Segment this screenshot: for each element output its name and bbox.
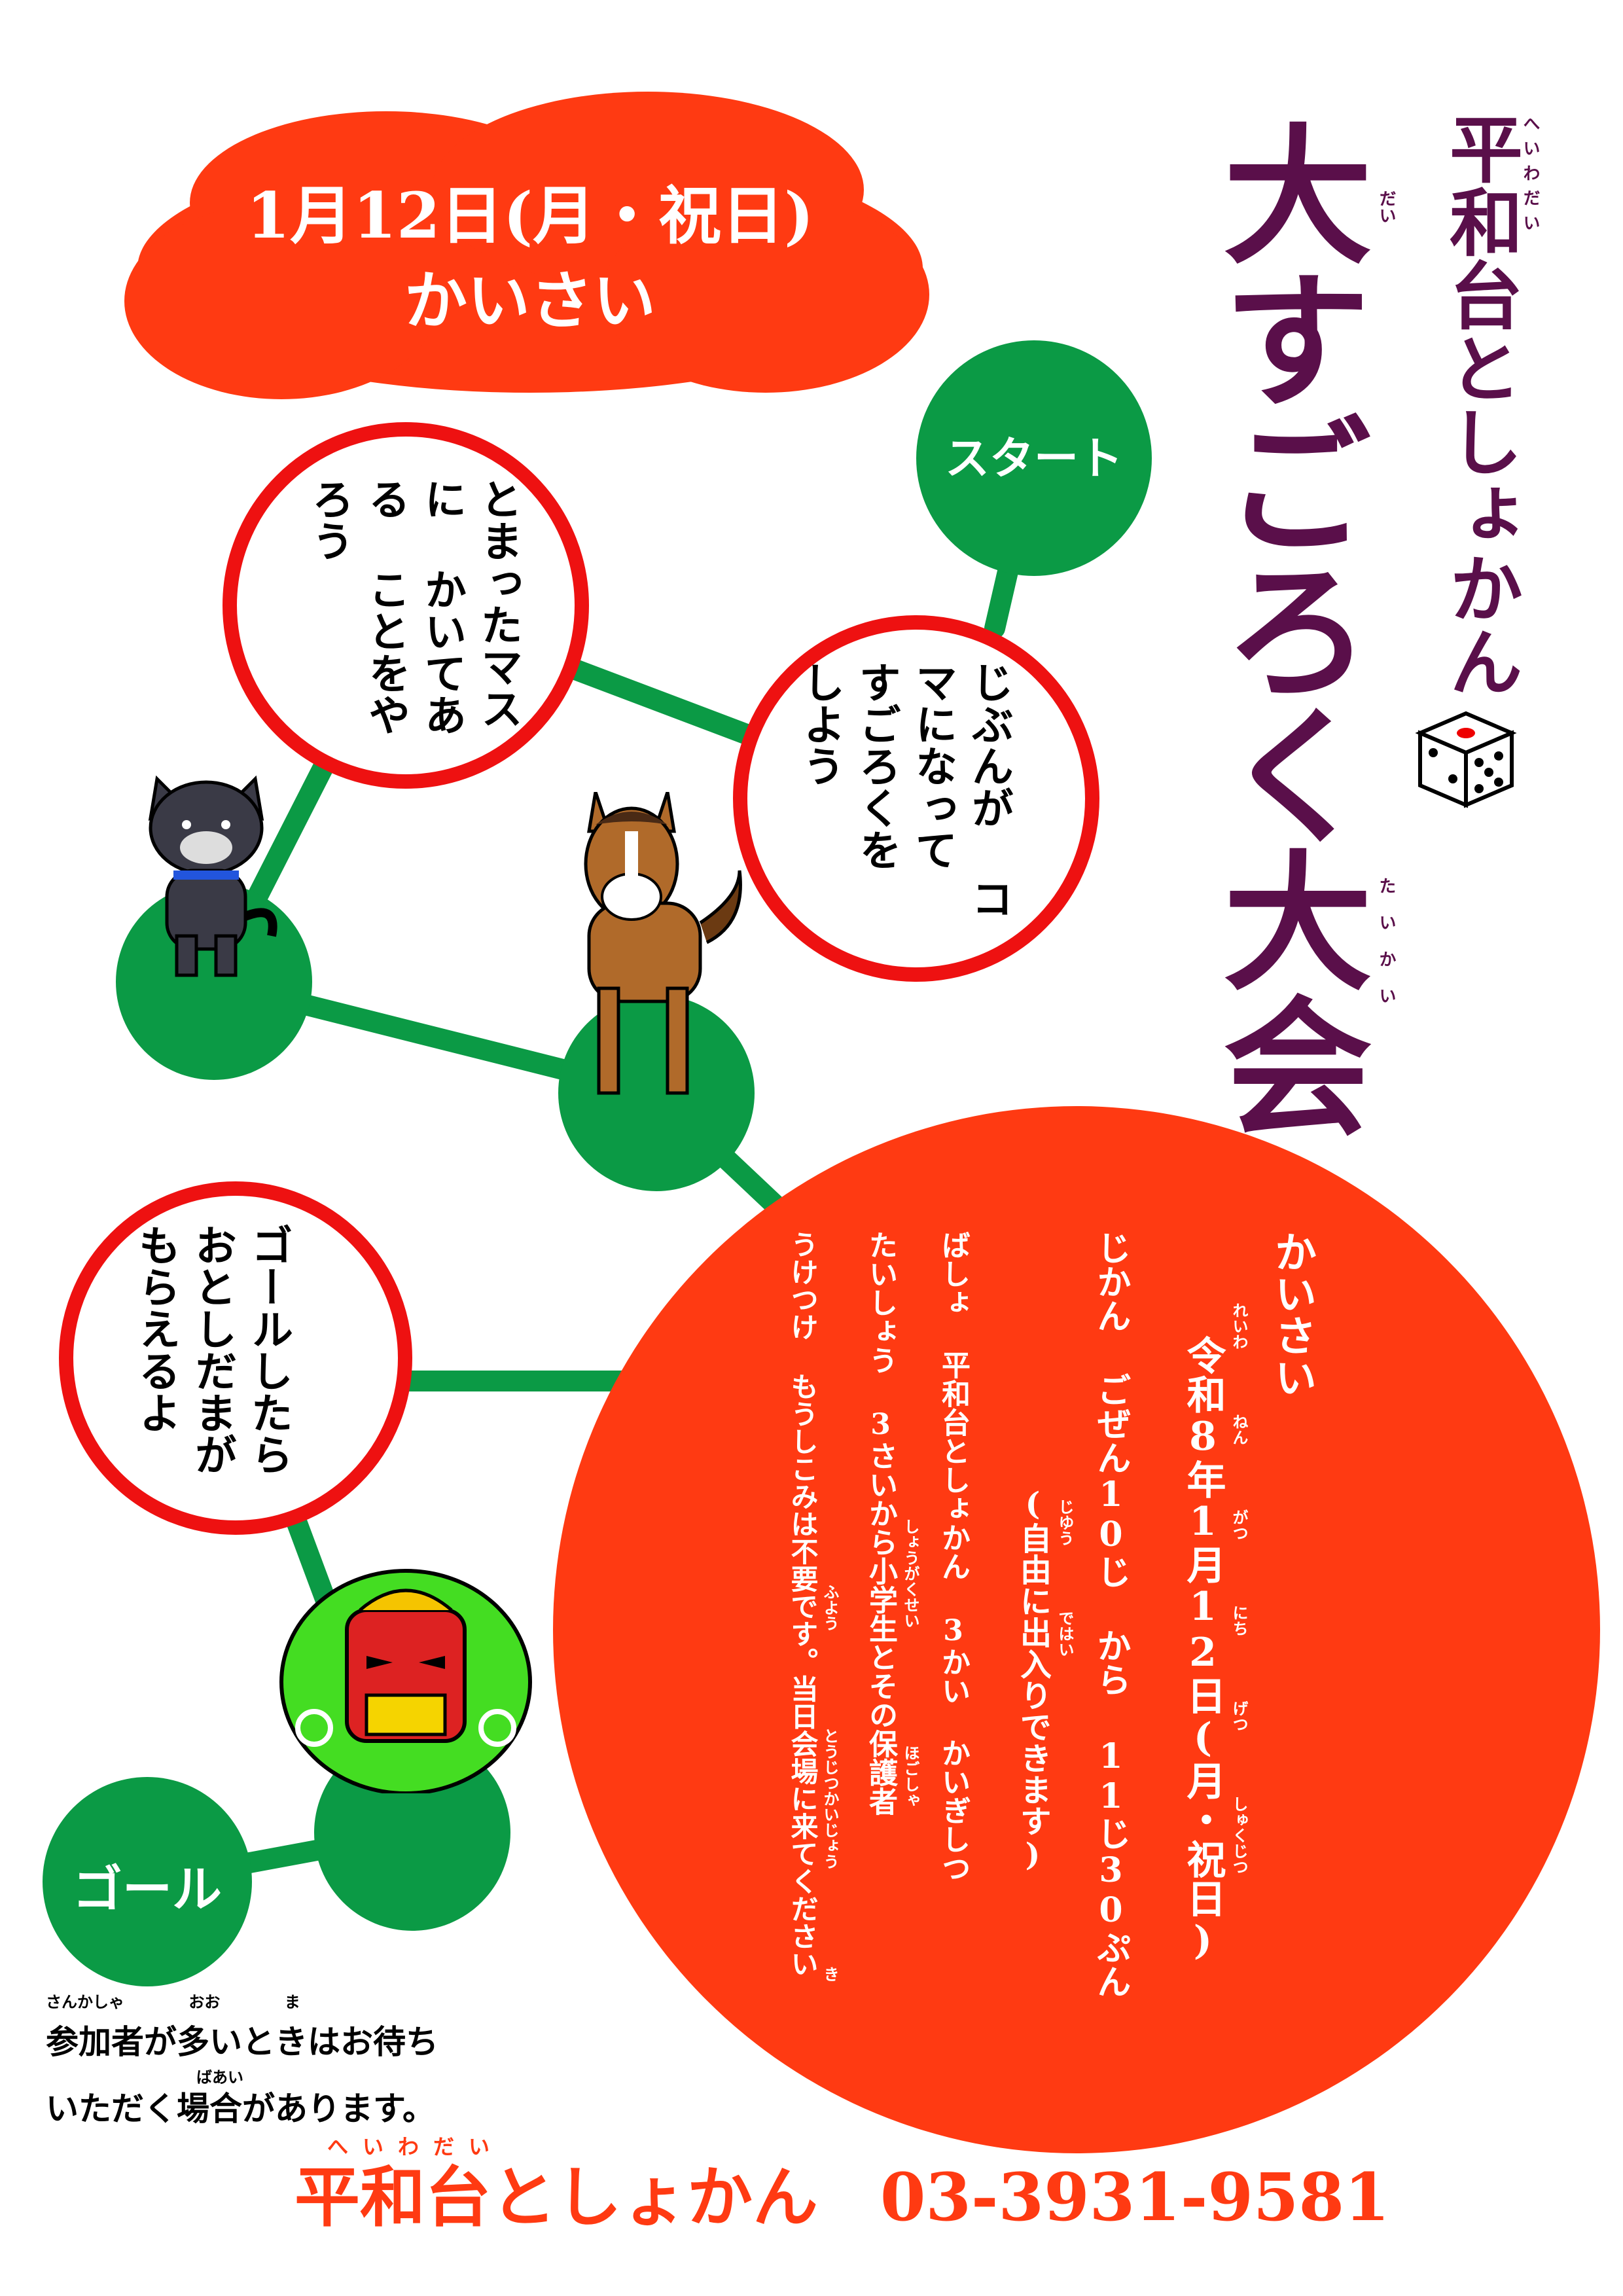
horse-illustration [584,792,742,1095]
date-ruby: れいわ ねん がつ にち げつ しゅくじつ [1230,1302,1248,1874]
bubble-text-rules: とまったマスに かいてある ことをやろう [305,478,522,736]
goal-label: ゴール [73,1860,222,1918]
event-reception: うけつけ もうしこみは不要です。当日会場に来てください [787,1230,819,1977]
board-square [558,995,755,1191]
footer-ruby: へいわだい [327,2134,505,2159]
date-cloud-text: 1月12日(月・祝日) かいさい [111,173,949,344]
dice-icon [1415,711,1517,808]
event-held-label: かいさい [404,264,656,338]
goal-square [43,1777,252,1986]
notice-line: いただく場合があります。 [46,2090,435,2128]
lion-dance-illustration [279,1569,532,1793]
start-square [916,340,1152,576]
bubble-text-intro: じぶんが コマになって すごろくを しよう [796,661,1013,919]
dog-illustration [148,775,277,977]
footer-library-name: 平和台としょかん [294,2159,818,2236]
event-time: じかん ごぜん10じ から 11じ30ぷん [1091,1230,1131,1998]
speech-bubble-rules [223,422,589,789]
footer-phone[interactable]: 03-3931-9581 [880,2159,1390,2236]
notice-ruby: さんかしゃ おお ま [46,1993,300,2011]
event-time-note: (自由に出入りできます) [1014,1486,1051,1873]
notice-line: 参加者が多いときはお待ち [46,2023,438,2061]
event-date: 1月12日(月・祝日) [246,179,814,253]
time-note-ruby: じゆう ではい [1056,1499,1074,1657]
start-label: スタート [944,433,1123,485]
target-ruby: しょうがくせい ほごしゃ [901,1518,919,1808]
event-date-full: 令和8年1月12日(月・祝日) [1180,1335,1226,1964]
library-title: 平和台としょかん [1437,111,1523,698]
event-title-ruby: たいかい [1376,877,1396,1024]
event-title-ruby: だい [1376,190,1396,224]
bubble-text-goal: ゴールしたら おとしだまが もらえるよ [132,1224,293,1475]
footer-contact: 平和台としょかん 03-3931-9581 [294,2161,1390,2233]
date-cloud [124,92,929,399]
event-target: たいしょう 3さいから小学生とその保護者 [864,1230,897,1816]
event-place: ばしょ 平和台としょかん 3かい かいぎしつ [936,1230,970,1882]
kaisai-label: かいさい [1268,1230,1317,1398]
notice-ruby: ばあい [196,2068,243,2087]
event-title: 大すごろく大会 [1198,118,1373,1135]
info-circle [553,1106,1600,2153]
library-title-ruby: へいわだい [1520,115,1540,239]
reception-ruby: ふよう とうじつかいじょう き [821,1584,839,1982]
